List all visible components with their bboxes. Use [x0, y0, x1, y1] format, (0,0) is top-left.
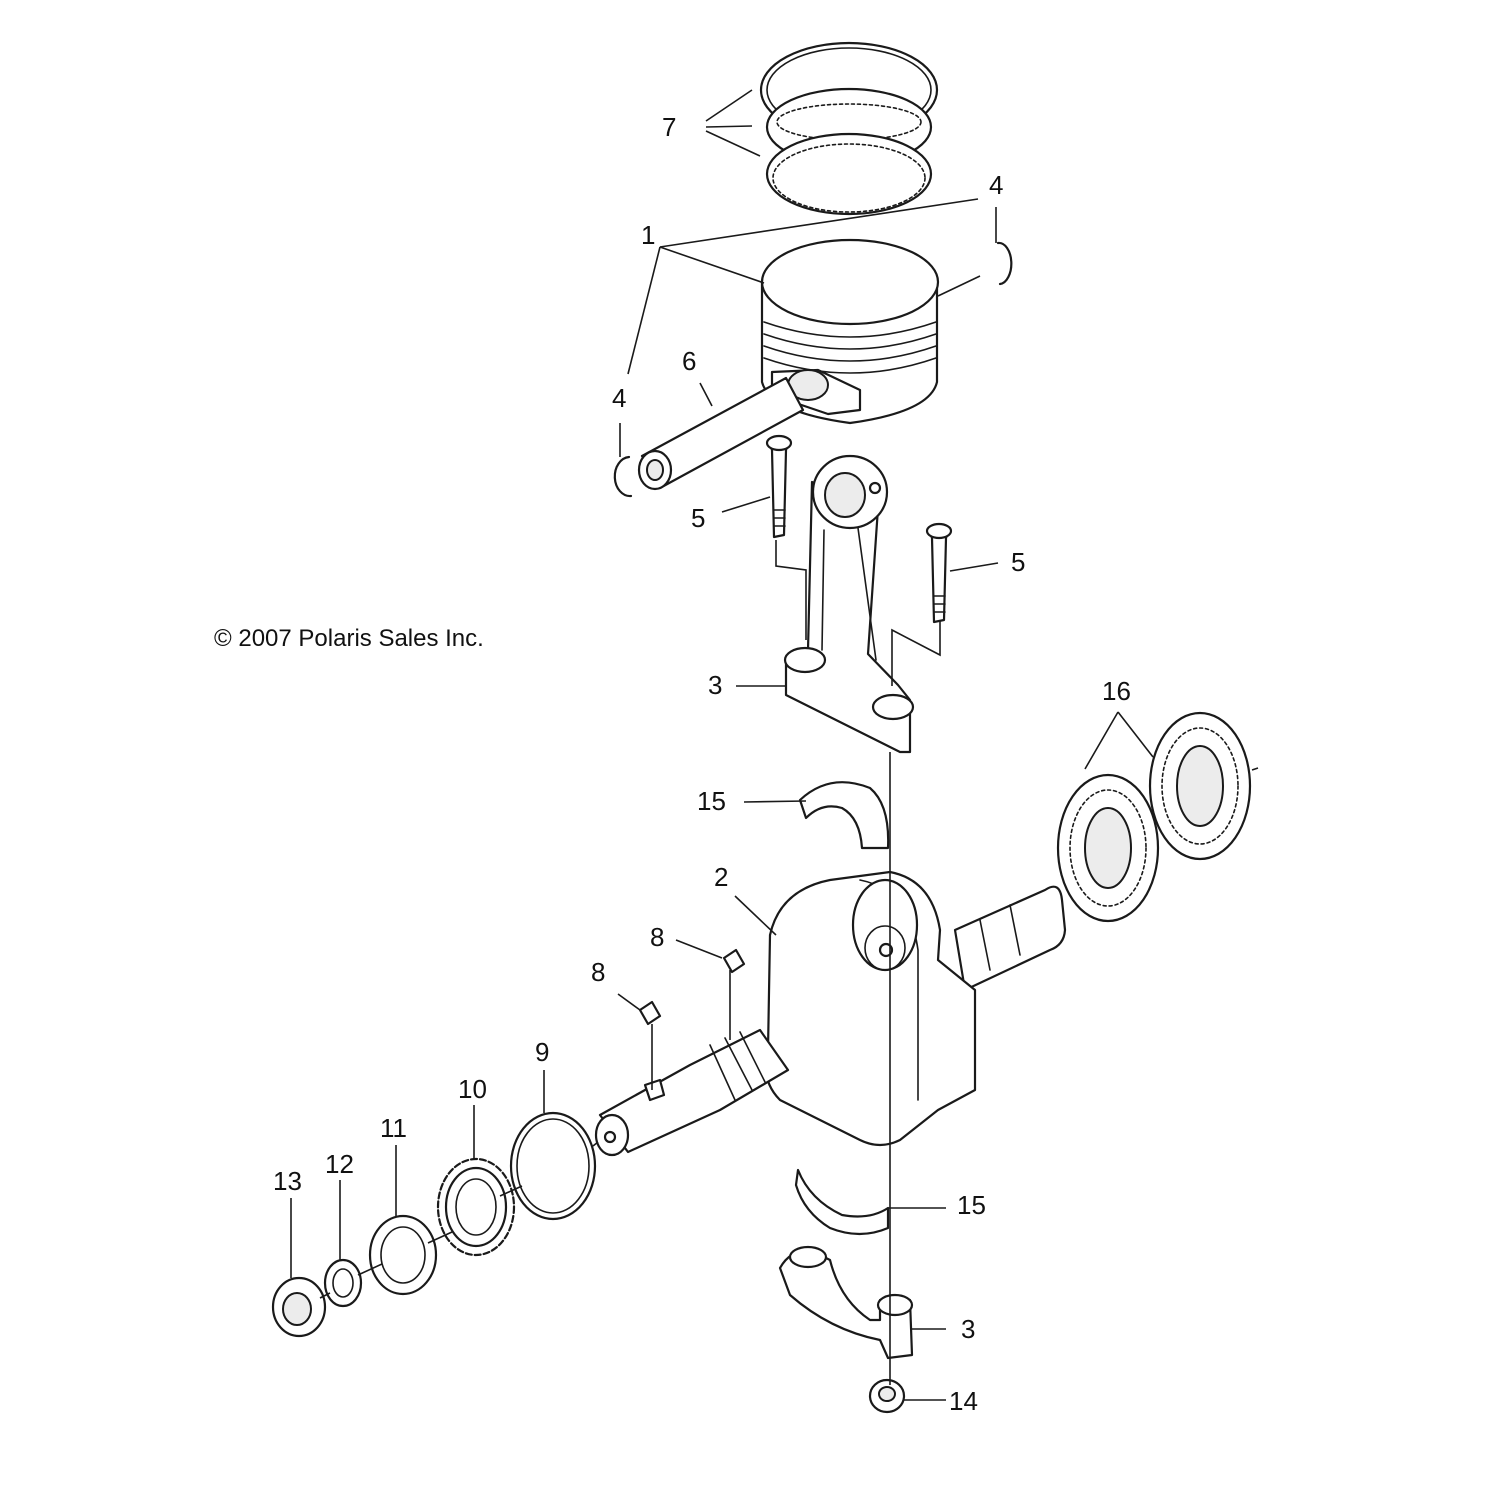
callout-15-lower: 15: [957, 1190, 986, 1220]
copyright-notice: © 2007 Polaris Sales Inc.: [214, 625, 484, 652]
callout-13: 13: [273, 1166, 302, 1196]
callout-6: 6: [682, 346, 696, 376]
o-ring: [509, 1111, 597, 1221]
callout-3-top: 3: [708, 670, 722, 700]
callout-7: 7: [662, 112, 676, 142]
rod-cap-nut: [868, 1378, 906, 1414]
callout-12: 12: [325, 1149, 354, 1179]
timing-gear: [436, 1157, 516, 1257]
crankshaft: [594, 870, 1067, 1157]
bearing-shells: [794, 781, 890, 1236]
callout-9: 9: [535, 1037, 549, 1067]
piston-pin-circlips: [613, 241, 1013, 498]
woodruff-keys: [638, 948, 746, 1026]
callout-14: 14: [949, 1386, 978, 1416]
callout-2: 2: [714, 862, 728, 892]
callout-11: 11: [380, 1113, 407, 1143]
lock-nut: [368, 1214, 438, 1296]
callout-8-lower: 8: [591, 957, 605, 987]
callout-15-upper: 15: [697, 786, 726, 816]
connecting-rod: [783, 454, 915, 754]
callout-3-bottom: 3: [961, 1314, 975, 1344]
callout-labels: 7 4 1 6 4 5 5 3 16 15 2 8 8 9 10 11 12 1…: [214, 112, 1131, 1416]
assembly-center-lines: [319, 540, 1259, 1385]
piston-rings: [759, 41, 939, 216]
callout-5-right: 5: [1011, 547, 1025, 577]
callout-8-upper: 8: [650, 922, 664, 952]
callout-4-left: 4: [612, 383, 626, 413]
callout-4-top: 4: [989, 170, 1003, 200]
washer: [323, 1258, 363, 1308]
piston: [760, 238, 940, 425]
callout-leader-lines: [290, 89, 1154, 1401]
connecting-rod-bolts: [765, 434, 953, 624]
callout-5-left: 5: [691, 503, 705, 533]
callout-10: 10: [458, 1074, 487, 1104]
connecting-rod-cap: [778, 1245, 914, 1360]
hex-nut: [271, 1276, 327, 1338]
piston-pin: [637, 376, 805, 491]
callout-16: 16: [1102, 676, 1131, 706]
callout-1: 1: [641, 220, 655, 250]
ball-bearings: [1056, 711, 1252, 923]
